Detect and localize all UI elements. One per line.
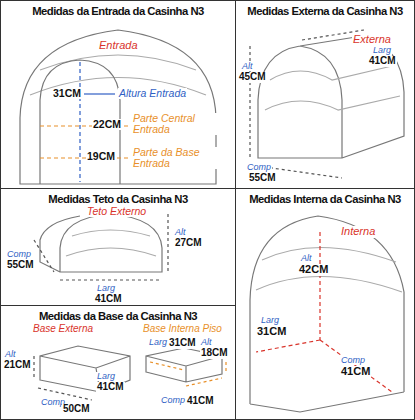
dimension-value: 42CM	[298, 264, 329, 276]
dimension-label: Comp	[340, 356, 366, 365]
dimension-value: 45CM	[238, 72, 267, 83]
dimension-label: Alt	[174, 228, 187, 237]
height-leader	[84, 93, 115, 94]
dimension-label: Base Interna Piso	[142, 324, 223, 335]
inner-length-line	[186, 378, 222, 386]
roof-ridges	[256, 247, 402, 292]
width-line	[60, 279, 162, 280]
dimension-label: Larg	[372, 46, 392, 55]
inner-width-line	[150, 362, 184, 370]
height-line	[79, 62, 80, 182]
dimension-label: Parte da Base Entrada	[132, 147, 226, 169]
dimension-value: 41CM	[368, 56, 397, 67]
dimension-label: Altura Entrada	[118, 88, 187, 99]
dimension-value: 19CM	[86, 151, 116, 162]
dimension-label: Larg	[96, 284, 116, 293]
dimension-label: Parte Central Entrada	[132, 113, 226, 135]
panel-title: Medidas da Entrada da Casinha N3	[1, 1, 235, 17]
dimension-label: Alt	[241, 62, 254, 71]
width-line	[256, 340, 320, 352]
roof-ridges	[66, 230, 156, 256]
dimension-value: 50CM	[62, 404, 91, 415]
dimension-value: 31CM	[52, 88, 82, 99]
dimension-label: Externa	[352, 34, 392, 46]
dimension-label: Alt	[4, 350, 17, 359]
internal-view	[250, 216, 404, 412]
dimension-value: 22CM	[92, 119, 122, 130]
dimension-panel: Medidas Interna da Casinha N3	[235, 188, 415, 420]
dimension-label: Larg	[96, 372, 116, 381]
roof-ridges	[265, 66, 400, 110]
dimension-label: Comp	[160, 396, 186, 405]
dimension-value: 41CM	[96, 382, 125, 393]
dimension-value: 31CM	[168, 338, 197, 349]
inner-height-line	[225, 356, 226, 374]
dimension-label: Comp	[246, 163, 272, 172]
dimension-value: 55CM	[248, 173, 277, 184]
dimension-label: Base Externa	[32, 324, 94, 335]
dimension-value: 18CM	[200, 348, 229, 359]
external-base	[40, 346, 130, 392]
house-body	[250, 216, 404, 412]
dimension-panel: Medidas Externa da Casinha N3	[235, 0, 415, 189]
dimension-value: 55CM	[6, 260, 35, 271]
dimension-label: Alt	[200, 338, 213, 347]
length-line	[34, 240, 54, 272]
dimension-label: Comp	[6, 250, 32, 259]
dimension-label: Larg	[148, 338, 168, 347]
height-line	[167, 214, 168, 272]
dimension-value: 41CM	[340, 366, 371, 378]
panel-title: Medidas Teto da Casinha N3	[1, 189, 235, 205]
panel-title: Medidas Interna da Casinha N3	[236, 189, 414, 205]
roof-view	[34, 214, 168, 280]
dimension-label: Interna	[340, 226, 376, 238]
roof-shape	[40, 214, 162, 272]
base-view	[34, 346, 226, 400]
house-body	[258, 36, 404, 158]
dimension-value: 41CM	[94, 294, 123, 305]
dimension-label: Larg	[260, 316, 280, 325]
height-line	[33, 356, 34, 380]
dimension-value: 41CM	[186, 396, 215, 407]
dimension-label: Entrada	[98, 40, 139, 52]
external-view	[250, 30, 404, 178]
dimension-value: 31CM	[256, 326, 287, 338]
dimension-label: Teto Externo	[86, 206, 147, 217]
length-line	[320, 340, 392, 392]
panel-title: Medidas da Base da Casinha N3	[1, 306, 235, 322]
dimension-value: 21CM	[3, 360, 32, 371]
dimension-label: Alt	[300, 254, 313, 263]
dimension-value: 27CM	[174, 238, 203, 249]
panel-title: Medidas Externa da Casinha N3	[236, 1, 414, 17]
height-line	[319, 232, 320, 340]
